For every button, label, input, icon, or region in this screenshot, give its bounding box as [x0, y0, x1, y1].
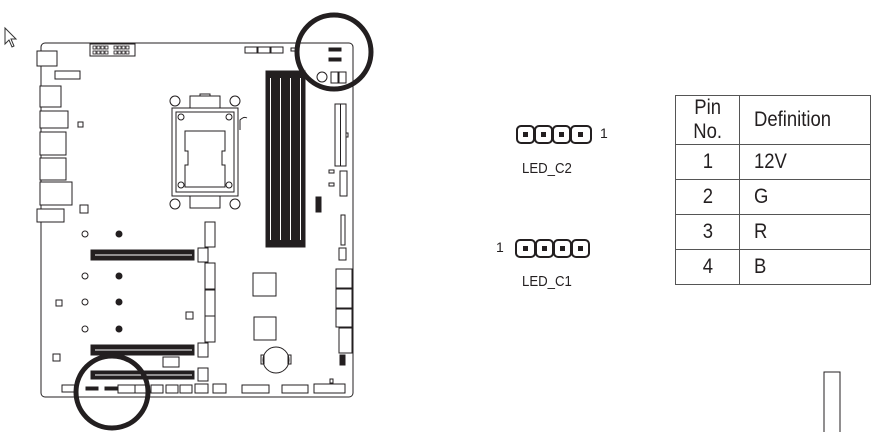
- led-c1-label: LED_C1: [522, 273, 572, 290]
- pin-number: 4: [702, 255, 713, 278]
- atx-power-connector: [334, 103, 349, 167]
- pin-definition: R: [754, 220, 768, 243]
- pin-definition: B: [754, 255, 767, 278]
- m2-standoffs: [52, 121, 216, 362]
- pcie-slots: [90, 247, 209, 382]
- cpu-power-connector: [89, 43, 136, 57]
- misc-headers-right: [315, 169, 353, 366]
- cmos-battery: [260, 346, 292, 374]
- fan-headers-top: [244, 46, 297, 54]
- led-c2-pin-diagram: [516, 125, 592, 144]
- dimm-slots: [265, 70, 306, 248]
- led-c2-header-on-board: [316, 47, 347, 84]
- pin-number: 2: [702, 185, 713, 208]
- led-c1-pin-diagram: [515, 239, 590, 258]
- table-row: 1 12V: [674, 144, 871, 180]
- header-pin-no: Pin No.: [693, 96, 723, 143]
- pin-definition: G: [754, 185, 769, 208]
- pin-number: 1: [702, 150, 713, 173]
- partial-diagram-element: [823, 371, 841, 432]
- mouse-pointer-icon: [4, 26, 18, 48]
- pin-definition: 12V: [754, 150, 788, 173]
- chipset: [252, 272, 277, 297]
- rear-io-ports: [36, 50, 81, 223]
- led-c1-pin1-marker: 1: [496, 239, 504, 255]
- table-header-row: Pin No. Definition: [674, 95, 871, 145]
- cpu-socket: [169, 93, 248, 210]
- highlight-circle-top: [294, 12, 374, 92]
- led-c2-label: LED_C2: [522, 160, 572, 177]
- header-definition: Definition: [754, 108, 832, 131]
- pin-number: 3: [702, 220, 713, 243]
- led-c2-pin1-marker: 1: [600, 125, 608, 141]
- highlight-circle-bottom: [73, 353, 151, 431]
- table-row: 2 G: [674, 179, 871, 215]
- table-row: 3 R: [674, 214, 871, 250]
- chipset-2: [253, 316, 277, 341]
- table-row: 4 B: [674, 249, 871, 285]
- pin-definition-table: Pin No. Definition 1 12V 2 G 3 R 4 B: [674, 95, 871, 285]
- bottom-headers: [61, 378, 346, 394]
